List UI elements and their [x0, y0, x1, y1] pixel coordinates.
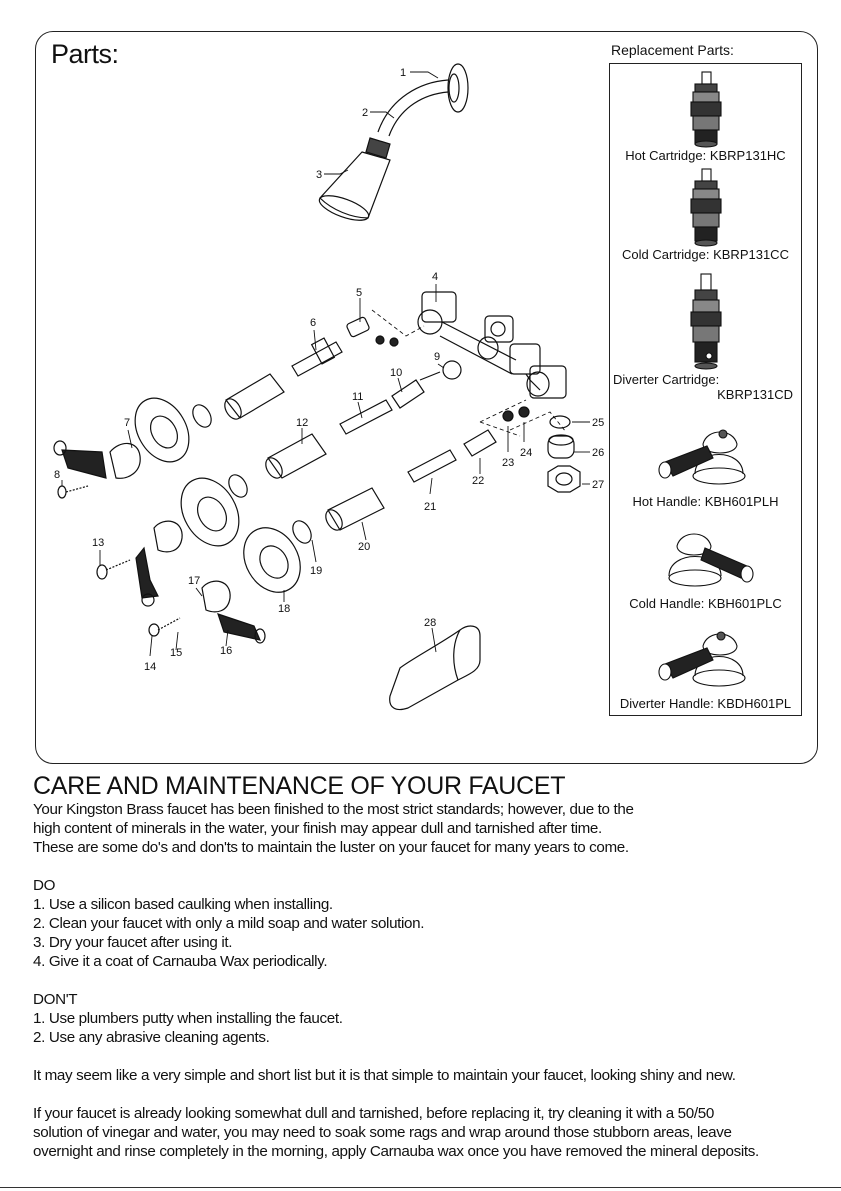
cold-handle-icon — [667, 533, 754, 587]
parts-title: Parts: — [51, 39, 119, 69]
replacement-item-cold-handle: Cold Handle: KBH601PLC — [610, 518, 801, 611]
callout-3: 3 — [316, 169, 322, 181]
care-intro-line: high content of minerals in the water, y… — [33, 820, 602, 837]
callout-14: 14 — [144, 661, 156, 673]
care-section: CARE AND MAINTENANCE OF YOUR FAUCET Your… — [33, 772, 823, 1161]
dont-heading: DON'T — [33, 991, 78, 1008]
shower-arm-icon — [377, 63, 469, 137]
callout-7: 7 — [124, 417, 130, 429]
do-item: 2. Clean your faucet with only a mild so… — [33, 915, 425, 932]
callout-9: 9 — [434, 351, 440, 363]
replacement-parts-panel: Hot Cartridge: KBRP131HC Cold Cartridge:… — [609, 63, 802, 716]
callout-28: 28 — [424, 617, 436, 629]
sleeve-upper-icon — [224, 373, 285, 420]
replacement-item-hot-cartridge: Hot Cartridge: KBRP131HC — [610, 70, 801, 163]
callout-20: 20 — [358, 541, 370, 553]
callout-16: 16 — [220, 645, 232, 657]
replacement-item-cold-cartridge: Cold Cartridge: KBRP131CC — [610, 167, 801, 262]
replacement-parts-title: Replacement Parts: — [611, 42, 734, 58]
tarnish-line: overnight and rinse completely in the mo… — [33, 1143, 759, 1160]
callout-21: 21 — [424, 501, 436, 513]
do-item: 1. Use a silicon based caulking when ins… — [33, 896, 333, 913]
callout-12: 12 — [296, 417, 308, 429]
hot-cartridge-icon — [689, 71, 722, 148]
callout-4: 4 — [432, 271, 438, 283]
replacement-item-hot-handle: Hot Handle: KBH601PLH — [610, 418, 801, 509]
callout-10: 10 — [390, 367, 402, 379]
tarnish-line: If your faucet is already looking somewh… — [33, 1105, 714, 1122]
callout-1: 1 — [400, 67, 406, 79]
callout-13: 13 — [92, 537, 104, 549]
replacement-label-diverter-handle: Diverter Handle: KBDH601PL — [619, 696, 792, 711]
care-summary: It may seem like a very simple and short… — [33, 1067, 736, 1084]
replacement-label-cold-handle: Cold Handle: KBH601PLC — [629, 596, 782, 611]
screw-8-icon — [57, 485, 89, 499]
replacement-item-diverter-cartridge: Diverter Cartridge: KBRP131CD — [610, 272, 801, 402]
callout-11: 11 — [352, 391, 363, 403]
do-item: 4. Give it a coat of Carnauba Wax period… — [33, 953, 328, 970]
do-heading: DO — [33, 877, 56, 894]
callout-5: 5 — [356, 287, 362, 299]
callout-8: 8 — [54, 469, 60, 481]
replacement-label-hot-cartridge: Hot Cartridge: KBRP131HC — [625, 148, 786, 163]
replacement-label-cold-cartridge: Cold Cartridge: KBRP131CC — [622, 247, 789, 262]
callout-numbers: 1 2 3 4 5 6 7 8 9 10 11 12 13 14 15 16 1… — [54, 67, 604, 673]
do-item: 3. Dry your faucet after using it. — [33, 934, 233, 951]
callout-27: 27 — [592, 479, 604, 491]
diverter-cartridge-icon — [689, 273, 722, 370]
tub-spout-icon — [389, 625, 481, 711]
diverter-handle-icon — [148, 580, 266, 644]
care-intro-line: Your Kingston Brass faucet has been fini… — [33, 801, 634, 818]
callout-2: 2 — [362, 107, 368, 119]
parts-panel — [35, 31, 818, 764]
hot-handle-icon — [657, 429, 746, 485]
shower-head-icon — [318, 137, 391, 221]
callout-6: 6 — [310, 317, 316, 329]
callout-24: 24 — [520, 447, 532, 459]
callout-26: 26 — [592, 447, 604, 459]
callout-17: 17 — [188, 575, 200, 587]
replacement-label-diverter-cartridge: Diverter Cartridge: — [613, 372, 720, 387]
replacement-code-diverter-cartridge: KBRP131CD — [717, 387, 793, 402]
escutcheon-upper-icon — [134, 397, 190, 463]
hot-handle-icon — [53, 440, 141, 479]
page-bottom-rule — [0, 1187, 841, 1188]
hot-cartridge-icon — [291, 337, 343, 377]
dont-item: 1. Use plumbers putty when installing th… — [33, 1010, 343, 1027]
care-title: CARE AND MAINTENANCE OF YOUR FAUCET — [33, 772, 566, 800]
cold-cartridge-icon — [689, 168, 722, 247]
tarnish-line: solution of vinegar and water, you may n… — [33, 1124, 732, 1141]
callout-25: 25 — [592, 417, 604, 429]
care-intro-line: These are some do's and don'ts to mainta… — [33, 839, 629, 856]
callout-18: 18 — [278, 603, 290, 615]
replacement-label-hot-handle: Hot Handle: KBH601PLH — [632, 494, 779, 509]
dont-item: 2. Use any abrasive cleaning agents. — [33, 1029, 270, 1046]
diverter-handle-icon — [657, 631, 746, 687]
exploded-parts-diagram: 1 2 3 4 5 6 7 8 9 10 11 12 13 14 15 16 1… — [53, 63, 604, 711]
callout-23: 23 — [502, 457, 514, 469]
callout-15: 15 — [170, 647, 182, 659]
callout-22: 22 — [472, 475, 484, 487]
replacement-item-diverter-handle: Diverter Handle: KBDH601PL — [610, 618, 801, 711]
valve-body-icon — [417, 291, 567, 399]
callout-19: 19 — [310, 565, 322, 577]
cold-handle-icon — [135, 520, 183, 607]
